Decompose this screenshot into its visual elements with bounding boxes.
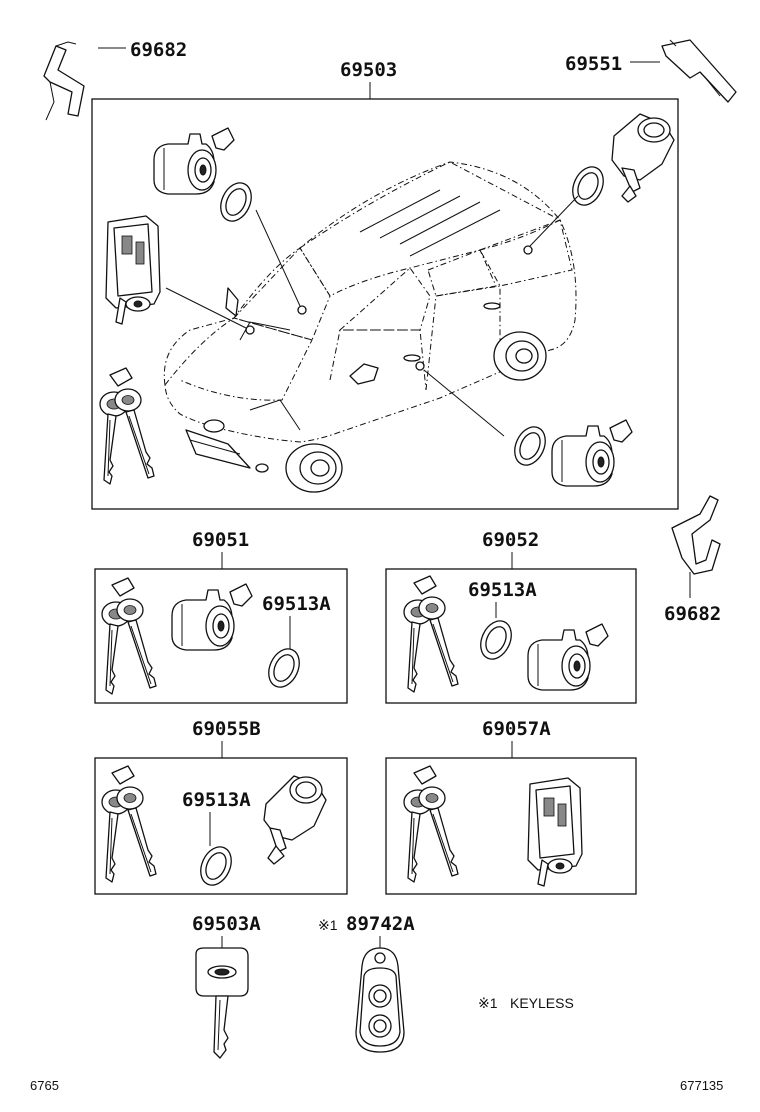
key-blank	[195, 947, 249, 1059]
footer-right-code: 677135	[680, 1078, 723, 1093]
label-69551: 69551	[565, 53, 622, 75]
transmitter-fob	[355, 947, 405, 1053]
box-69051	[94, 568, 348, 704]
door-lock-right	[551, 419, 633, 487]
box-69052	[385, 568, 637, 704]
label-69055B: 69055B	[192, 718, 261, 740]
label-69682-top: 69682	[130, 39, 187, 61]
clip-top-right	[630, 39, 737, 103]
back-door-lock-69055B	[263, 775, 327, 865]
footer-left-code: 6765	[30, 1078, 59, 1093]
ring-left	[214, 177, 258, 227]
label-69682-right: 69682	[664, 603, 721, 625]
label-69052: 69052	[482, 529, 539, 551]
keys-69052	[403, 575, 459, 693]
ring-69052	[474, 615, 518, 665]
label-89742A: 89742A	[346, 913, 415, 935]
keyless-text: KEYLESS	[510, 995, 574, 1011]
box-69055B	[94, 757, 348, 895]
ring-right	[566, 161, 610, 211]
box-69057A	[385, 757, 637, 895]
ring-69055B	[194, 841, 238, 891]
back-door-lock	[611, 113, 675, 203]
ring-lower-right	[508, 421, 552, 471]
door-lock-69052	[527, 623, 609, 691]
label-69503A: 69503A	[192, 913, 261, 935]
clip-right	[671, 495, 721, 598]
ignition-69057A	[527, 777, 583, 887]
box-69503	[91, 98, 679, 510]
clip-top-left	[43, 41, 126, 121]
keyless-mark-note: ※1	[478, 995, 498, 1011]
label-69057A: 69057A	[482, 718, 551, 740]
leaders-main	[165, 195, 579, 437]
keyless-mark-label: ※1	[318, 917, 338, 933]
ring-69051	[262, 643, 306, 693]
vehicle-illustration	[163, 161, 577, 493]
label-69051: 69051	[192, 529, 249, 551]
keys-69051	[101, 577, 157, 695]
label-69513A-c: 69513A	[182, 789, 251, 811]
door-lock-left	[153, 127, 235, 195]
keys-main	[99, 367, 155, 485]
label-69513A-b: 69513A	[468, 579, 537, 601]
ignition-left	[105, 215, 161, 325]
label-69503: 69503	[340, 59, 397, 81]
label-69513A-a: 69513A	[262, 593, 331, 615]
keys-69055B	[101, 765, 157, 883]
door-lock-69051	[171, 583, 253, 651]
keys-69057A	[403, 765, 459, 883]
